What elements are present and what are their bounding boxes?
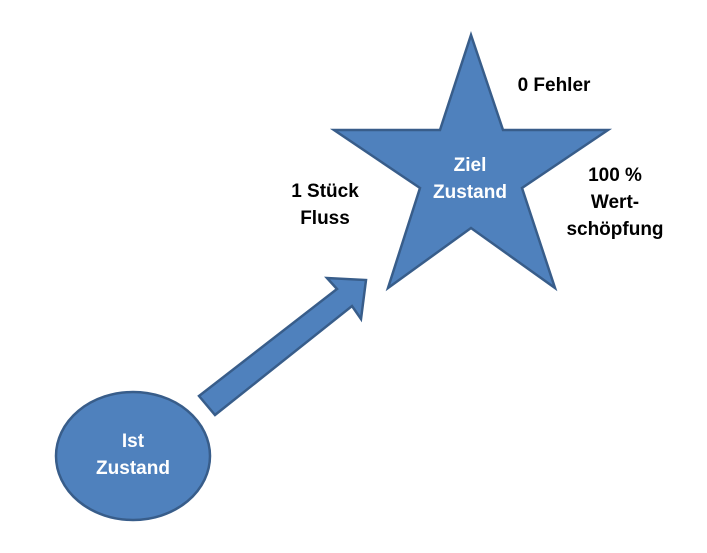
- current-state-line1: Ist: [121, 431, 145, 452]
- target-state-label: Ziel Zustand: [410, 152, 530, 206]
- value-creation-line3: schöpfung: [566, 219, 664, 240]
- target-star-shape: [329, 31, 613, 292]
- value-creation-label: 100 % Wert- schöpfung: [555, 162, 675, 243]
- one-piece-flow-line1: 1 Stück: [291, 181, 359, 202]
- current-state-ellipse: [54, 390, 212, 522]
- target-state-line1: Ziel: [453, 155, 487, 176]
- current-state-label: Ist Zustand: [73, 428, 193, 482]
- progress-arrow: [197, 276, 368, 417]
- target-state-line2: Zustand: [433, 182, 507, 203]
- value-creation-line1: 100 %: [588, 165, 642, 186]
- one-piece-flow-line2: Fluss: [300, 208, 350, 229]
- zero-defects-label: 0 Fehler: [517, 75, 591, 96]
- current-state-line2: Zustand: [96, 458, 170, 479]
- value-creation-line2: Wert-: [590, 192, 640, 213]
- one-piece-flow-label: 1 Stück Fluss: [265, 178, 385, 232]
